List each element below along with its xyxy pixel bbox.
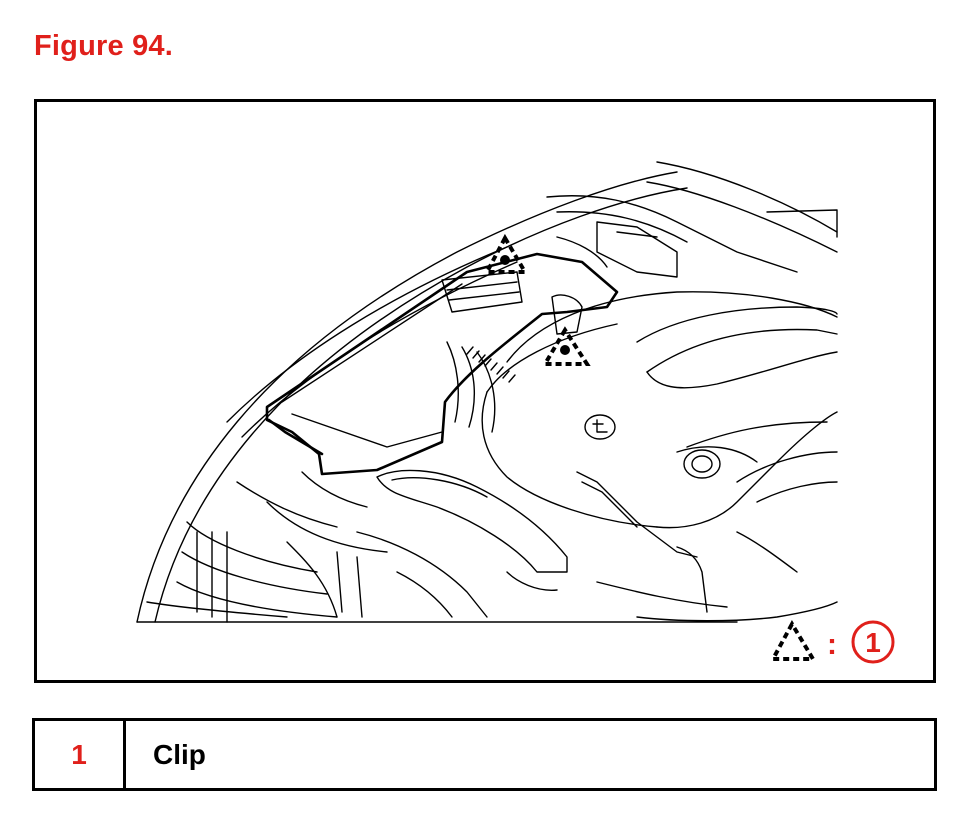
dashed-triangle-icon bbox=[541, 326, 591, 366]
legend-label: Clip bbox=[153, 738, 206, 770]
engine-bay-illustration: : 1 bbox=[136, 161, 895, 664]
key-number: 1 bbox=[865, 627, 881, 658]
legend-table: 1 Clip bbox=[32, 718, 937, 791]
diagram-frame: : 1 bbox=[34, 99, 936, 683]
key-separator: : bbox=[827, 628, 837, 661]
legend-number: 1 bbox=[35, 721, 126, 788]
hood-outline bbox=[136, 171, 678, 623]
key-number-circle bbox=[851, 620, 895, 664]
intake-cover-outline bbox=[265, 252, 619, 476]
figure-title: Figure 94. bbox=[34, 30, 173, 62]
emblem bbox=[584, 414, 616, 440]
engine-cover-outline bbox=[506, 291, 838, 363]
dashed-triangle-icon bbox=[769, 619, 817, 661]
